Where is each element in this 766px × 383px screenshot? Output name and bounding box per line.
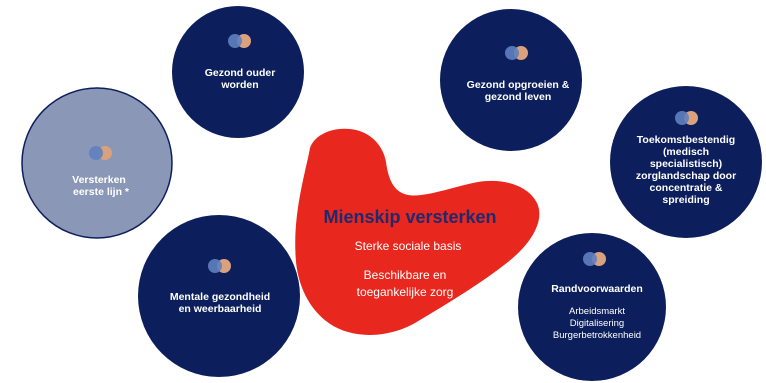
bubble-title-line: Versterken	[72, 174, 126, 186]
bubble-title-line: Gezond opgroeien &	[467, 79, 570, 91]
bubble-title-line: specialistisch)	[650, 158, 722, 170]
center-title: Mienskip versterken	[323, 207, 496, 227]
bubble-title-line: Randvoorwaarden	[551, 283, 643, 295]
circles-icon	[89, 146, 112, 160]
bubble-gezond-opgroeien: Gezond opgroeien & gezond leven	[440, 9, 582, 151]
bubble-sub-line: Arbeidsmarkt	[569, 306, 625, 317]
bubble-versterken-eerste-lijn: Versterken eerste lijn *	[21, 87, 173, 239]
center-line-zorg-1: Beschikbare en	[364, 268, 447, 282]
bubble-randvoorwaarden: Randvoorwaarden Arbeidsmarkt Digitaliser…	[518, 233, 666, 381]
bubble-sub-line: Digitalisering	[570, 318, 624, 329]
bubble-title-line: Mentale gezondheid	[170, 291, 270, 303]
bubble-title-line: eerste lijn *	[73, 186, 130, 198]
bubble-title-line: (medisch	[663, 146, 709, 158]
bubble-title-line: zorglandschap door	[636, 170, 736, 182]
circles-icon	[505, 46, 528, 60]
circles-icon	[208, 259, 231, 273]
heart-shape	[295, 128, 540, 335]
bubble-title-line: worden	[220, 79, 258, 91]
center-line-social-basis: Sterke sociale basis	[355, 239, 462, 253]
bubble-title-line: Gezond ouder	[205, 67, 276, 79]
bubble-title-line: en weerbaarheid	[179, 303, 262, 315]
circles-icon	[228, 34, 251, 48]
bubble-gezond-ouder-worden: Gezond ouder worden	[172, 6, 304, 138]
bubble-title-line: concentratie &	[650, 182, 723, 194]
bubble-sub-line: Burgerbetrokkenheid	[553, 330, 641, 341]
bubble-title-line: spreiding	[662, 194, 709, 206]
bubble-mentale-gezondheid: Mentale gezondheid en weerbaarheid	[138, 215, 300, 377]
circles-icon	[583, 252, 606, 266]
circles-icon	[675, 111, 698, 125]
center-line-zorg-2: toegankelijke zorg	[357, 285, 454, 299]
bubble-toekomstbestendig: Toekomstbestendig (medisch specialistisc…	[610, 86, 762, 238]
bubble-title-line: gezond leven	[485, 91, 552, 103]
bubble-title-line: Toekomstbestendig	[637, 134, 735, 146]
